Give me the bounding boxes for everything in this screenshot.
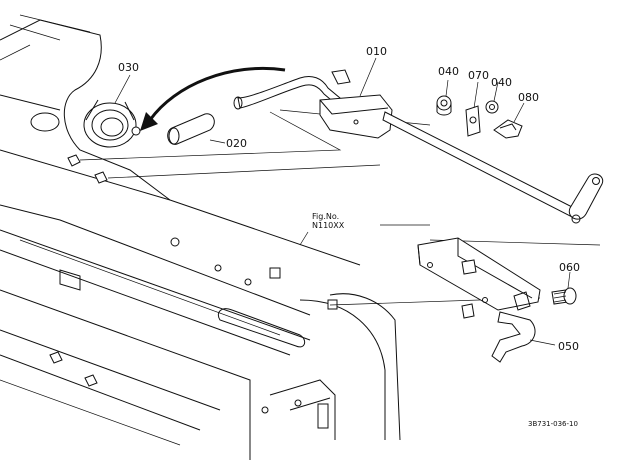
drawing-code: 3B731-036-10 <box>528 420 578 428</box>
part-070-plate <box>465 105 481 137</box>
callout-leaders <box>114 57 571 346</box>
label-part-080: 080 <box>518 91 539 104</box>
part-010-lever <box>233 69 604 224</box>
label-part-060: 060 <box>559 261 580 274</box>
figure-reference-line2: N110XX <box>312 221 345 231</box>
label-part-030: 030 <box>118 61 139 74</box>
part-060-bolt <box>551 287 577 305</box>
part-040-bushing-b <box>485 100 499 114</box>
part-050-bracket <box>417 237 541 363</box>
part-040-bushing-a <box>436 95 452 116</box>
part-020-grip <box>167 113 215 145</box>
part-030-collar <box>83 99 141 148</box>
figure-reference: Fig.No. N110XX <box>312 212 344 230</box>
label-part-050: 050 <box>558 340 579 353</box>
part-080-clip <box>493 119 523 139</box>
assembly-arrow <box>140 66 286 131</box>
leader-lines <box>79 109 601 306</box>
figure-reference-line1: Fig.No. <box>312 212 340 221</box>
label-part-010: 010 <box>366 45 387 58</box>
label-part-040-b: 040 <box>491 76 512 89</box>
label-part-040-a: 040 <box>438 65 459 78</box>
label-part-070: 070 <box>468 69 489 82</box>
label-part-020: 020 <box>226 137 247 150</box>
machine-housing <box>0 14 401 460</box>
